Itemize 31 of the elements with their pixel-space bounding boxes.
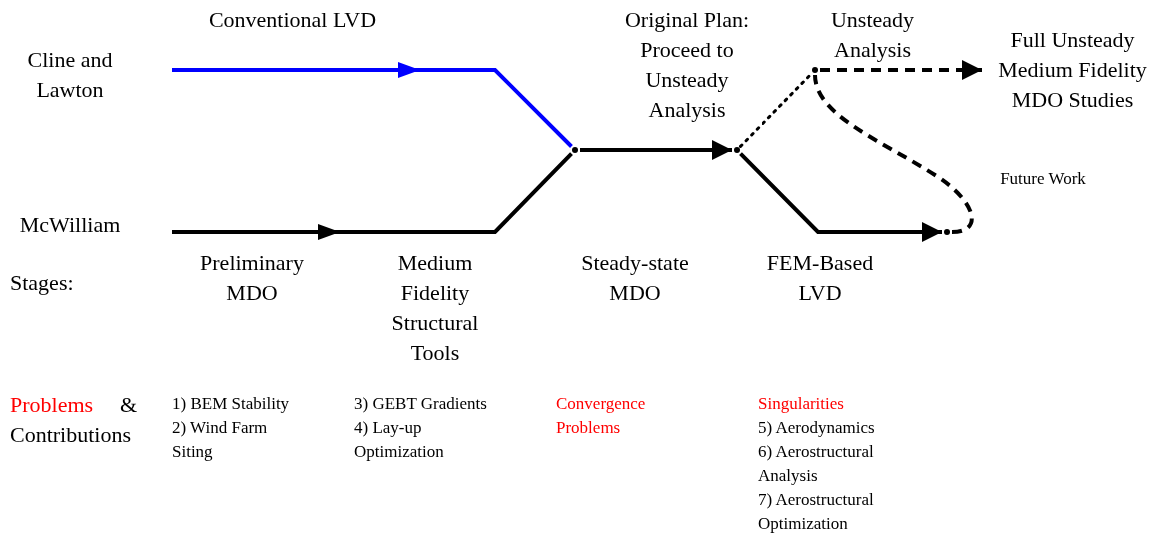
junction-dot bbox=[944, 229, 950, 235]
stage-label: Stages: bbox=[10, 269, 75, 297]
stage-label: FEM-Based LVD bbox=[765, 249, 875, 307]
note-text: 5) Aerodynamics bbox=[758, 417, 876, 439]
note-text: 6) Aerostructural Analysis bbox=[758, 441, 875, 487]
arrow bbox=[739, 152, 942, 242]
note-text: 7) Aerostructural Optimization bbox=[758, 489, 875, 533]
node-label: McWilliam bbox=[5, 210, 135, 240]
junction-dot bbox=[812, 67, 818, 73]
row-heading: Contributions bbox=[10, 421, 132, 449]
row-heading: Problems bbox=[10, 391, 95, 419]
note-text: 2) Wind Farm Siting bbox=[172, 417, 269, 463]
stage-label: Steady-state MDO bbox=[580, 249, 690, 307]
row-heading: & bbox=[120, 391, 139, 419]
junction-dot bbox=[734, 147, 740, 153]
note-text: 4) Lay-up Optimization bbox=[354, 417, 445, 463]
arrow bbox=[172, 152, 573, 240]
junction-dot bbox=[572, 147, 578, 153]
stage-label: Preliminary MDO bbox=[199, 249, 305, 307]
note-text: 1) BEM Stability bbox=[172, 393, 291, 415]
note-text: 3) GEBT Gradients bbox=[354, 393, 488, 415]
note-text: Singularities bbox=[758, 393, 845, 415]
arrow bbox=[820, 60, 982, 80]
arrow bbox=[172, 62, 573, 148]
connector-line bbox=[813, 74, 974, 234]
arrow bbox=[580, 140, 732, 160]
node-label: Cline and Lawton bbox=[10, 45, 130, 105]
node-label: Full Unsteady Medium Fidelity MDO Studies bbox=[995, 25, 1150, 115]
note-text: Convergence Problems bbox=[556, 393, 647, 439]
stage-label: Medium Fidelity Structural Tools bbox=[390, 249, 480, 367]
connector-line bbox=[739, 72, 813, 148]
